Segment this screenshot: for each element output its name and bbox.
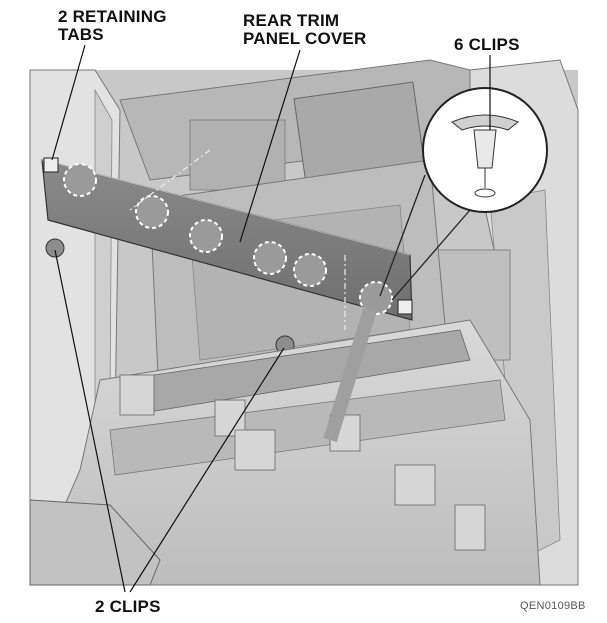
leader-two-clips-center (129, 347, 285, 593)
seat-cushion (29, 499, 161, 586)
callout-retaining-tabs: 2 RETAINING TABS (58, 8, 167, 44)
figure-code: QEN0109BB (520, 600, 586, 612)
callout-six-clips: 6 CLIPS (454, 35, 520, 54)
removed-clip-left (45, 238, 65, 258)
panel-clip-2 (135, 195, 169, 229)
panel-clip-1 (63, 163, 97, 197)
callout-rear-trim-cover-line2: PANEL COVER (243, 29, 367, 48)
panel-clip-4 (253, 241, 287, 275)
seat-belt-strap (323, 307, 377, 443)
inset-connector-left (379, 174, 426, 297)
leader-retaining-tabs (51, 44, 86, 161)
mount-bracket-1 (119, 374, 155, 416)
callout-rear-trim-cover-line1: REAR TRIM (243, 11, 340, 30)
retaining-tab-right (397, 299, 413, 315)
upper-bracket (189, 119, 286, 191)
mount-bracket-5 (394, 464, 436, 506)
mount-bracket-6 (454, 504, 486, 551)
panel-top-edge (41, 159, 411, 256)
inset-connector-right (391, 209, 471, 301)
guide-line-1 (129, 149, 211, 211)
leader-rear-trim-cover (239, 49, 301, 243)
inset-panel-section (451, 114, 519, 131)
callout-two-clips: 2 CLIPS (95, 597, 161, 616)
leader-two-clips-left (54, 249, 126, 593)
panel-clip-3 (189, 219, 223, 253)
inset-clip-hole (474, 188, 496, 198)
inset-clip (473, 129, 497, 169)
floor-rail (109, 379, 506, 476)
mount-bracket-3 (234, 429, 276, 471)
callout-retaining-tabs-line1: 2 RETAINING (58, 7, 167, 26)
callout-retaining-tabs-line2: TABS (58, 25, 104, 44)
callout-rear-trim-cover: REAR TRIM PANEL COVER (243, 12, 366, 48)
panel-clip-5 (293, 253, 327, 287)
retaining-tab-left (43, 157, 59, 173)
